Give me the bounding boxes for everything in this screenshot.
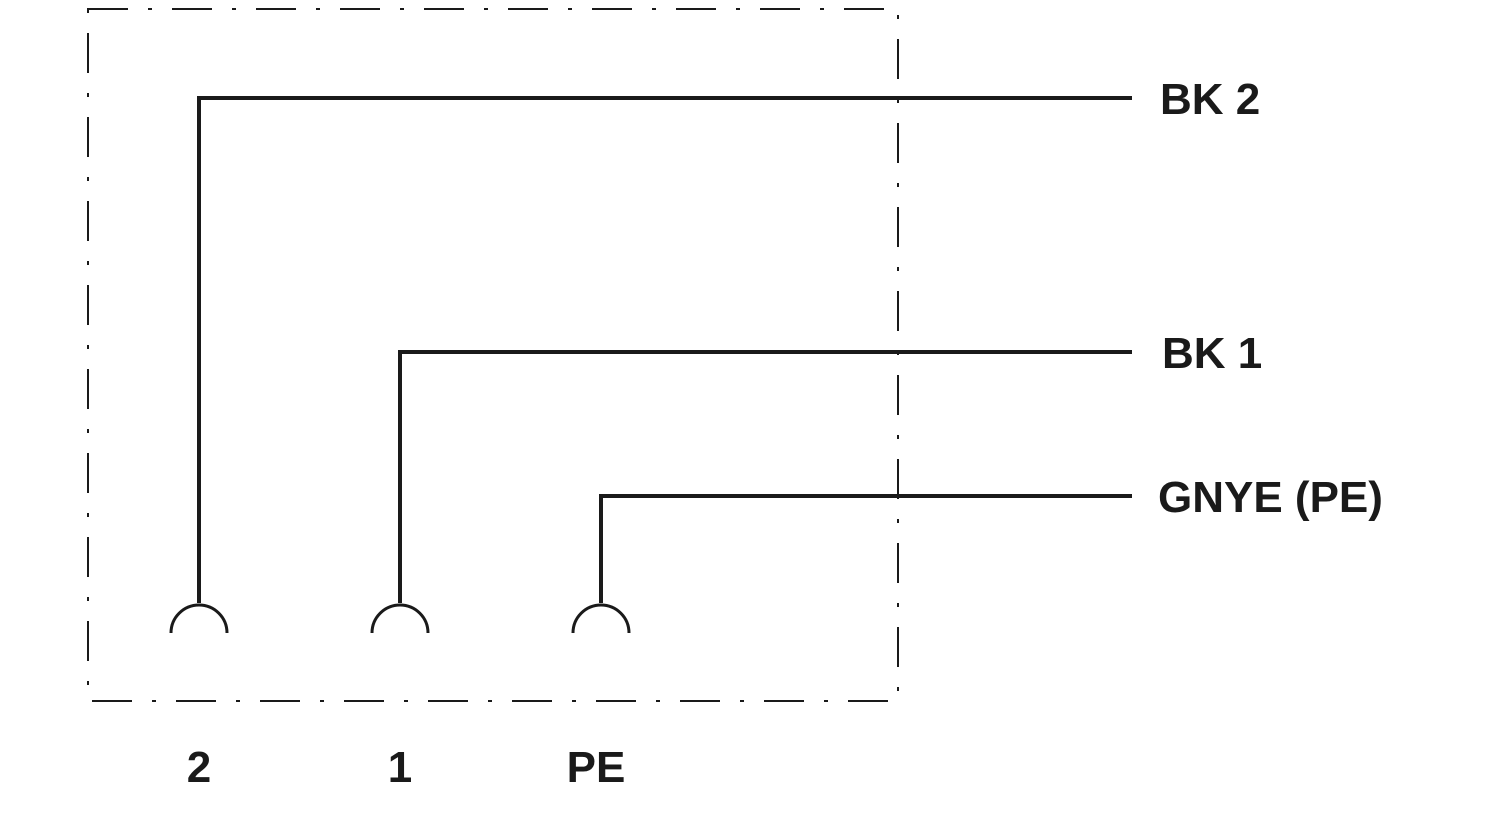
wire-label-bk1: BK 1: [1162, 329, 1262, 378]
wire-2-line: [197, 96, 1132, 603]
wire-label-bk2: BK 2: [1160, 75, 1260, 124]
pin-label-1: 1: [388, 743, 412, 792]
socket-contact-2-icon: [169, 603, 229, 634]
wire-group-2: 2 BK 2: [169, 75, 1260, 792]
wire-label-gnye-pe: GNYE (PE): [1158, 473, 1383, 522]
connector-housing-outline: [87, 8, 899, 702]
pin-label-2: 2: [187, 743, 211, 792]
wire-1-line: [398, 350, 1132, 603]
pin-label-pe: PE: [567, 743, 626, 792]
wire-group-1: 1 BK 1: [370, 329, 1262, 792]
socket-contact-1-icon: [370, 603, 430, 634]
socket-contact-pe-icon: [571, 603, 631, 634]
wire-pe-line: [599, 494, 1132, 603]
wire-group-pe: PE GNYE (PE): [567, 473, 1383, 792]
